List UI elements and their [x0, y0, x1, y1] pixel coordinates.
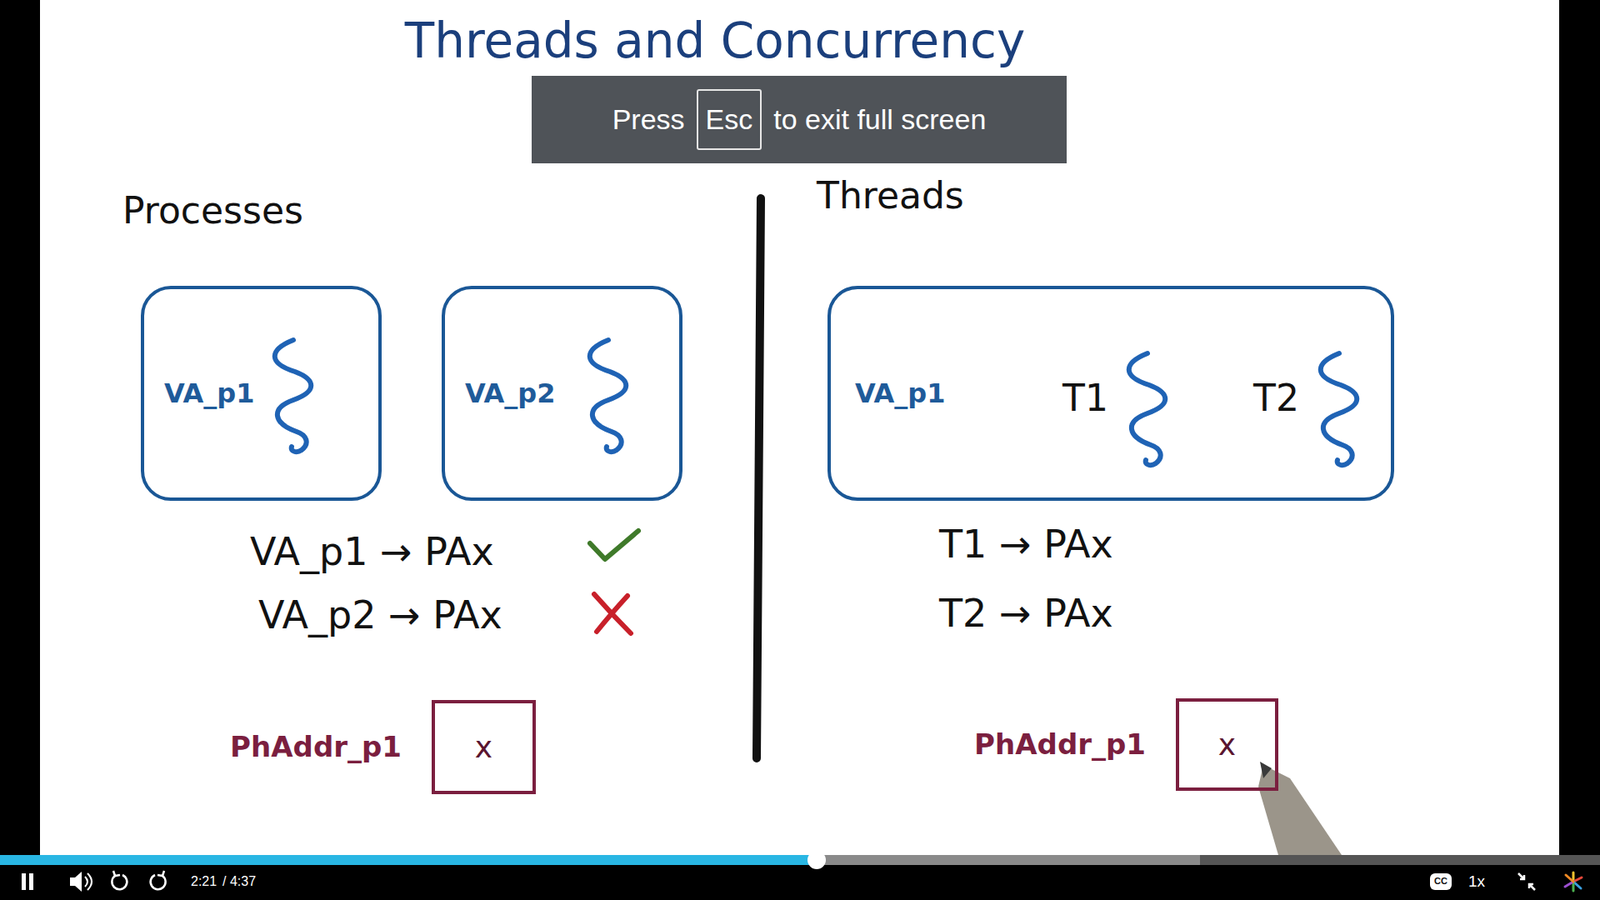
- memory-value: x: [1218, 727, 1236, 762]
- pause-icon: [21, 873, 34, 890]
- address-space-box: VA_p1 T1 T2: [827, 285, 1395, 501]
- notice-text: Press: [612, 103, 685, 136]
- key-label: Esc: [705, 103, 754, 136]
- memory-cell: PhAddr_p1x: [1175, 698, 1279, 791]
- check-mark: [590, 530, 639, 560]
- player-logo: [1565, 872, 1582, 891]
- pen-body: [1258, 765, 1342, 855]
- notice-text: to exit full screen: [773, 103, 986, 136]
- section-heading: Threads: [816, 175, 965, 218]
- memory-value: x: [475, 730, 493, 765]
- captions-label: CC: [1434, 875, 1448, 887]
- rewind-icon: [111, 870, 127, 890]
- progress-knob: [807, 850, 826, 870]
- mapping-note: T2 → PAx: [939, 591, 1114, 636]
- total-time: / 4:37: [222, 874, 256, 890]
- volume-icon: [70, 871, 92, 892]
- thread-label: T2: [1253, 377, 1300, 420]
- forward-icon: [150, 870, 166, 890]
- address-space-box: VA_p2: [441, 285, 683, 501]
- thread-squiggles: [275, 340, 1358, 465]
- thread-squiggle: [275, 340, 312, 452]
- memory-cell: PhAddr_p1x: [431, 700, 536, 795]
- elapsed-time: 2:21: [190, 874, 217, 890]
- key-cap: Esc: [696, 89, 763, 150]
- buffered-bar: [816, 855, 1200, 865]
- mapping-note: T1 → PAx: [939, 522, 1114, 567]
- cross-mark: [594, 594, 631, 634]
- thread-label: T1: [1062, 377, 1109, 420]
- progress-track: [0, 855, 1600, 865]
- control-bar: [0, 855, 1600, 900]
- section-heading: Processes: [122, 190, 304, 233]
- captions-icon: [1430, 873, 1452, 890]
- pen-illustration: [1258, 761, 1342, 855]
- address-space-label: VA_p2: [465, 378, 556, 410]
- fullscreen-notice: Press to exit full screen Esc: [531, 75, 1067, 164]
- exit-fullscreen-icon: [1518, 873, 1535, 890]
- physical-address-label: PhAddr_p1: [230, 730, 402, 764]
- thread-squiggle: [590, 340, 627, 452]
- thread-squiggle: [1129, 353, 1166, 465]
- playback-speed: 1x: [1468, 872, 1485, 891]
- physical-address-label: PhAddr_p1: [974, 728, 1146, 761]
- thread-squiggle: [1320, 353, 1358, 465]
- mapping-note: VA_p1 → PAx: [250, 530, 495, 575]
- progress-fill: [0, 855, 817, 865]
- address-space-label: VA_p1: [855, 378, 946, 410]
- slide-background: [40, 0, 1560, 855]
- pen-tip: [1260, 761, 1272, 779]
- mapping-note: VA_p2 → PAx: [258, 593, 503, 638]
- address-space-box: VA_p1: [140, 285, 382, 501]
- slide-title: Threads and Concurrency: [405, 16, 1025, 65]
- divider-line: [756, 198, 761, 759]
- address-space-label: VA_p1: [164, 378, 255, 410]
